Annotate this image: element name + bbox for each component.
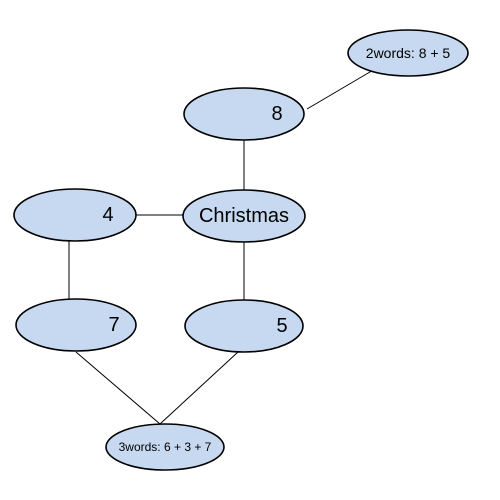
node-7-shape	[15, 298, 137, 352]
node-8-label: 8	[271, 103, 282, 125]
edge-7-to-3words	[75, 351, 161, 425]
node-2words-label: 2words: 8 + 5	[366, 45, 451, 61]
node-christmas-shape	[182, 189, 306, 243]
node-3words: 3words: 6 + 3 + 7	[105, 423, 225, 471]
node-3words-label: 3words: 6 + 3 + 7	[119, 440, 212, 454]
node-2words: 2words: 8 + 5	[347, 29, 469, 77]
node-2words-shape	[347, 29, 469, 77]
node-christmas-label: Christmas	[199, 205, 289, 227]
node-4-label: 4	[102, 204, 113, 226]
node-4: 4	[13, 188, 137, 242]
node-4-shape	[13, 188, 137, 242]
node-7: 7	[15, 298, 137, 352]
node-8: 8	[183, 87, 305, 141]
node-7-label: 7	[108, 314, 119, 336]
edges	[68, 68, 376, 425]
edge-5-to-3words	[159, 351, 239, 425]
node-5-label: 5	[276, 315, 287, 337]
edge-8-to-2words	[306, 68, 376, 110]
node-christmas: Christmas	[182, 189, 306, 243]
node-5-shape	[184, 299, 304, 353]
node-8-shape	[183, 87, 305, 141]
node-5: 5	[184, 299, 304, 353]
node-3words-shape	[105, 423, 225, 471]
